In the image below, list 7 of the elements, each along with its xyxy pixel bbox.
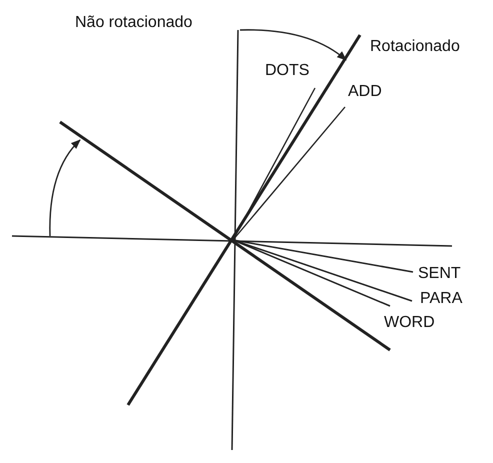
variable-label: PARA	[420, 290, 462, 308]
axis-label: Não rotacionado	[75, 14, 192, 32]
variable-label: WORD	[384, 314, 435, 332]
variable-label: ADD	[348, 83, 382, 101]
variable-label: SENT	[418, 265, 461, 283]
axis-label: Rotacionado	[370, 38, 460, 56]
variable-label: DOTS	[265, 62, 310, 80]
